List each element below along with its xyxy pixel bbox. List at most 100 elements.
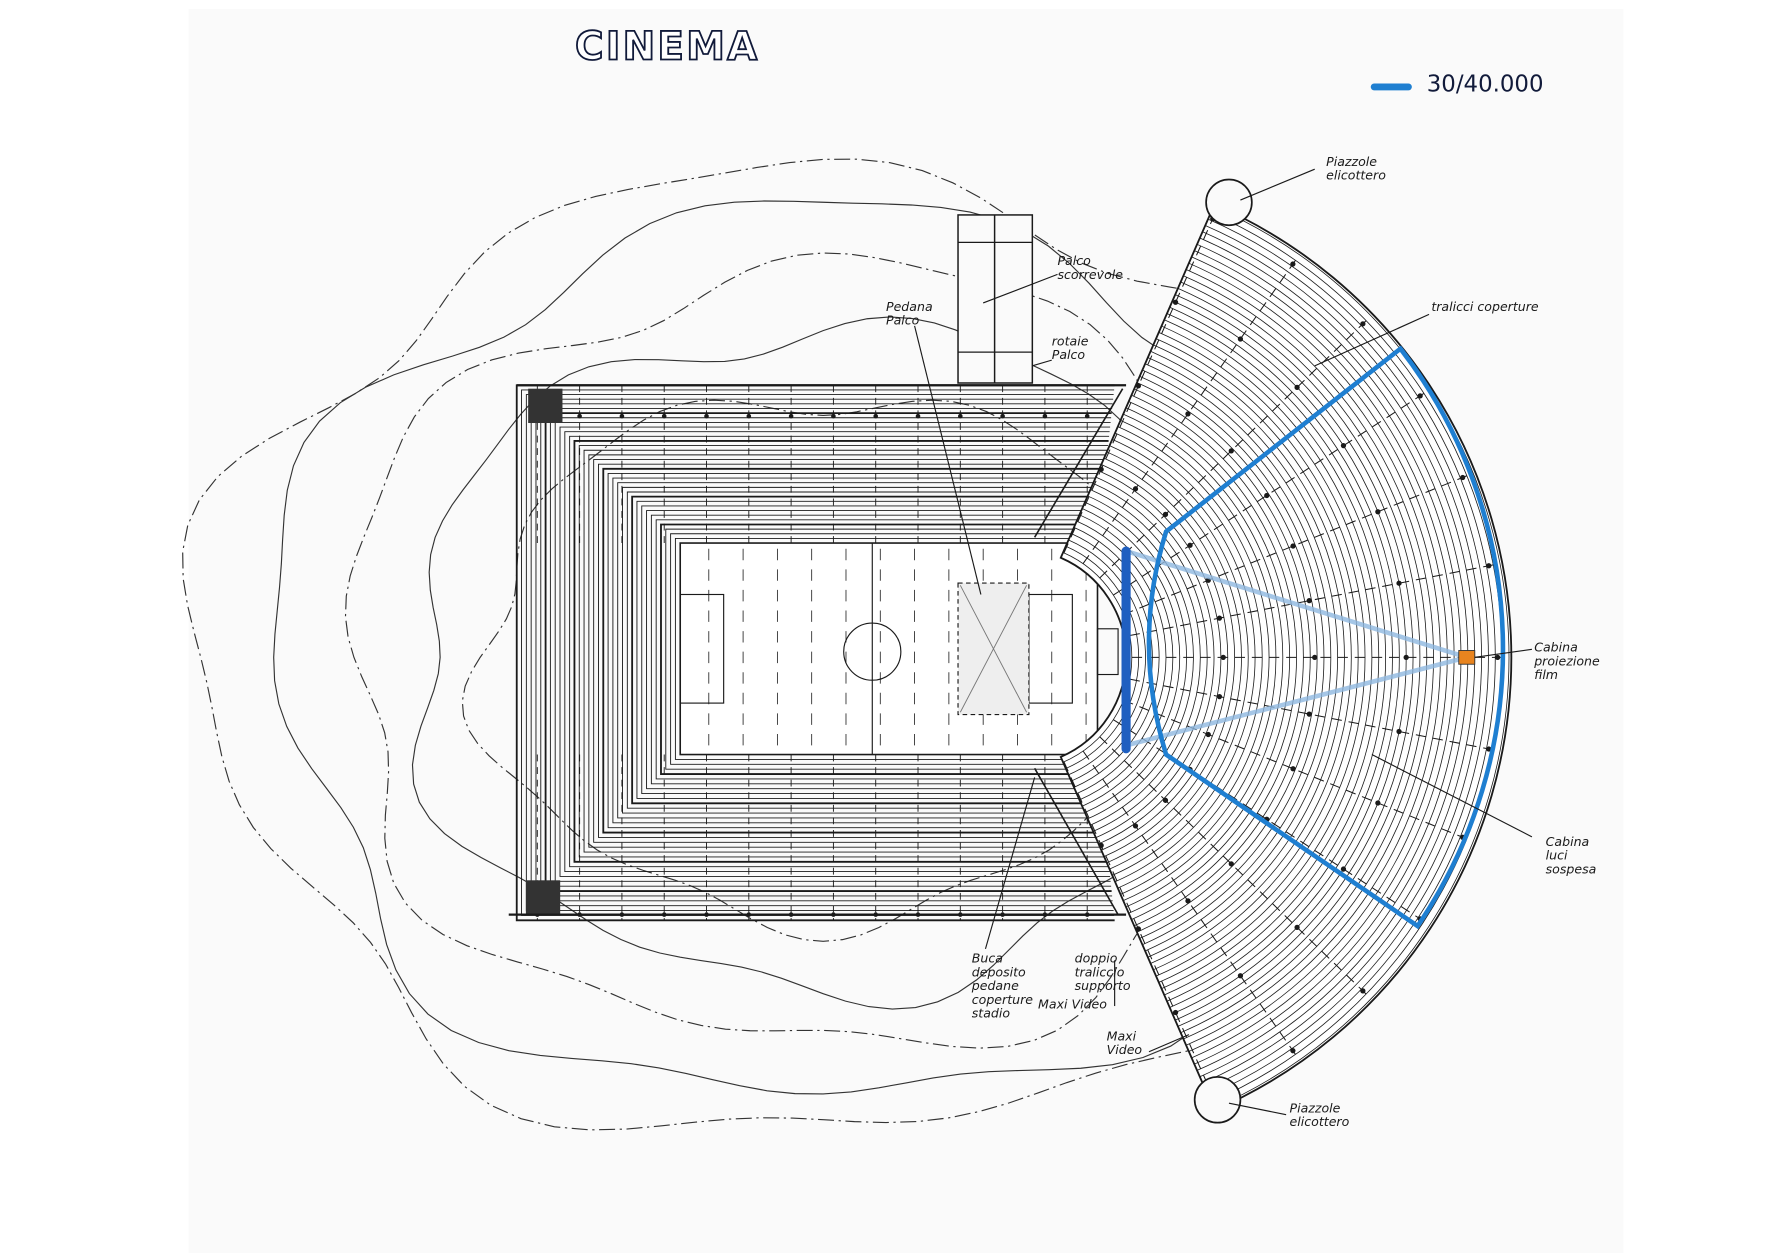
seating-row-arc [1123,413,1284,902]
projection-booth [1458,650,1476,665]
truss-support [1306,711,1312,717]
helipad-top [1205,178,1253,227]
cinema-seating-outline [1146,345,1506,930]
sliding-stage-tower [957,214,1034,384]
stand-column [704,413,709,419]
label-light-booth: Cabina [1546,834,1590,849]
truss-support [1360,988,1366,994]
label-maxi-video: Maxi [1107,1028,1137,1043]
truss-support [1135,383,1141,389]
seating-row-arc [1076,520,1167,795]
truss-support [1132,486,1139,492]
truss-support [1486,746,1492,752]
stand-column [661,413,667,419]
stand-tier-line [549,417,1112,887]
cinema-seating-area-outline [1121,345,1506,930]
truss-support [1396,728,1402,735]
label-helipad-bottom: Piazzole [1290,1100,1341,1115]
seating-row-arc [1090,489,1201,826]
label-double-truss: supporto [1075,978,1131,993]
contour-line [344,252,1328,1049]
radial-aisle [1099,315,1372,579]
stand-tier-line [607,472,1106,829]
legend: 30/40.000 [1370,71,1544,97]
label-projection-booth: proiezione [1533,653,1600,668]
stand-tier-line [660,523,1100,775]
stand-tier-line [641,505,1102,795]
truss-support [1237,336,1244,342]
truss-support [1135,926,1141,932]
seating-row-arc [1095,476,1215,839]
truss-support [1162,797,1169,803]
stand-tier-line [573,440,1109,863]
truss-support [1290,261,1296,267]
truss-support [1172,1009,1179,1016]
truss-support [1290,543,1296,549]
stand-tier-line [626,491,1104,809]
stand-tier-line [535,403,1113,902]
label-double-truss: doppio [1075,951,1118,966]
stand-column [873,413,878,419]
leader-line [1474,648,1533,658]
annotations: PiazzoleelicotteroPalcoscorrevolePedanaP… [886,154,1600,1129]
stand-column [746,413,752,419]
label-stage-platform: Palco [886,313,920,328]
penalty-box-left [679,593,725,704]
stand-cut-diagonal [1033,388,1124,538]
stand-column [1084,413,1090,419]
label-stage-platform: Pedana [886,299,933,314]
radial-aisle [1123,699,1474,842]
goal-structure [1096,628,1119,676]
stand-tier-line [670,533,1099,765]
stand-tier-line [578,445,1109,858]
legend-label: 30/40.000 [1427,71,1544,97]
truss-support [1162,511,1169,518]
truss-support [1417,393,1423,399]
label-sliding-stage: scorrevole [1057,267,1123,282]
label-storage-pit: stadio [972,1005,1011,1020]
corner-tower-nw [528,388,563,424]
seating-row-arc [1155,338,1366,977]
stand-tier-line [564,431,1110,873]
radial-aisle [1129,678,1501,752]
leader-line [984,777,1036,950]
stand-tier-line [636,500,1103,799]
truss-support [1132,823,1139,829]
stand-tier-line [631,495,1103,805]
label-leader-lines [914,168,1533,1116]
radial-aisle [1082,254,1300,565]
label-helipad-top: elicottero [1326,167,1386,182]
seating-row-arc [1114,432,1263,883]
stand-column [1042,413,1048,419]
stand-column [831,413,836,419]
radial-aisle [1099,736,1372,1000]
contour-line [182,158,1441,1131]
stand-column [958,413,963,419]
truss-support [1237,973,1244,979]
contour-line [461,399,1185,942]
seating-row-arc [1082,508,1181,807]
radial-aisle [1063,761,1218,1107]
label-stage-rails: rotaie [1052,333,1089,348]
truss-support [1375,800,1381,806]
label-helipad-top: Piazzole [1326,154,1377,169]
leader-line [1228,1102,1287,1116]
label-projection-booth: film [1534,667,1558,682]
truss-support [1216,694,1223,700]
truss-support [1375,509,1381,515]
seating-row-arc [1158,331,1373,983]
truss-support [1185,898,1191,904]
stand-tier-line [665,528,1100,770]
truss-support [1294,384,1300,390]
stand-column [788,413,794,419]
stand-tier-line [544,412,1112,892]
truss-support [1185,411,1191,417]
stand-tier-line [598,463,1107,838]
seating-row-arc [1213,206,1510,1109]
truss-support [1340,866,1347,872]
truss-support [1205,731,1211,738]
truss-support [1494,654,1501,660]
leader-line [1240,168,1315,201]
leader-line [1032,359,1052,367]
